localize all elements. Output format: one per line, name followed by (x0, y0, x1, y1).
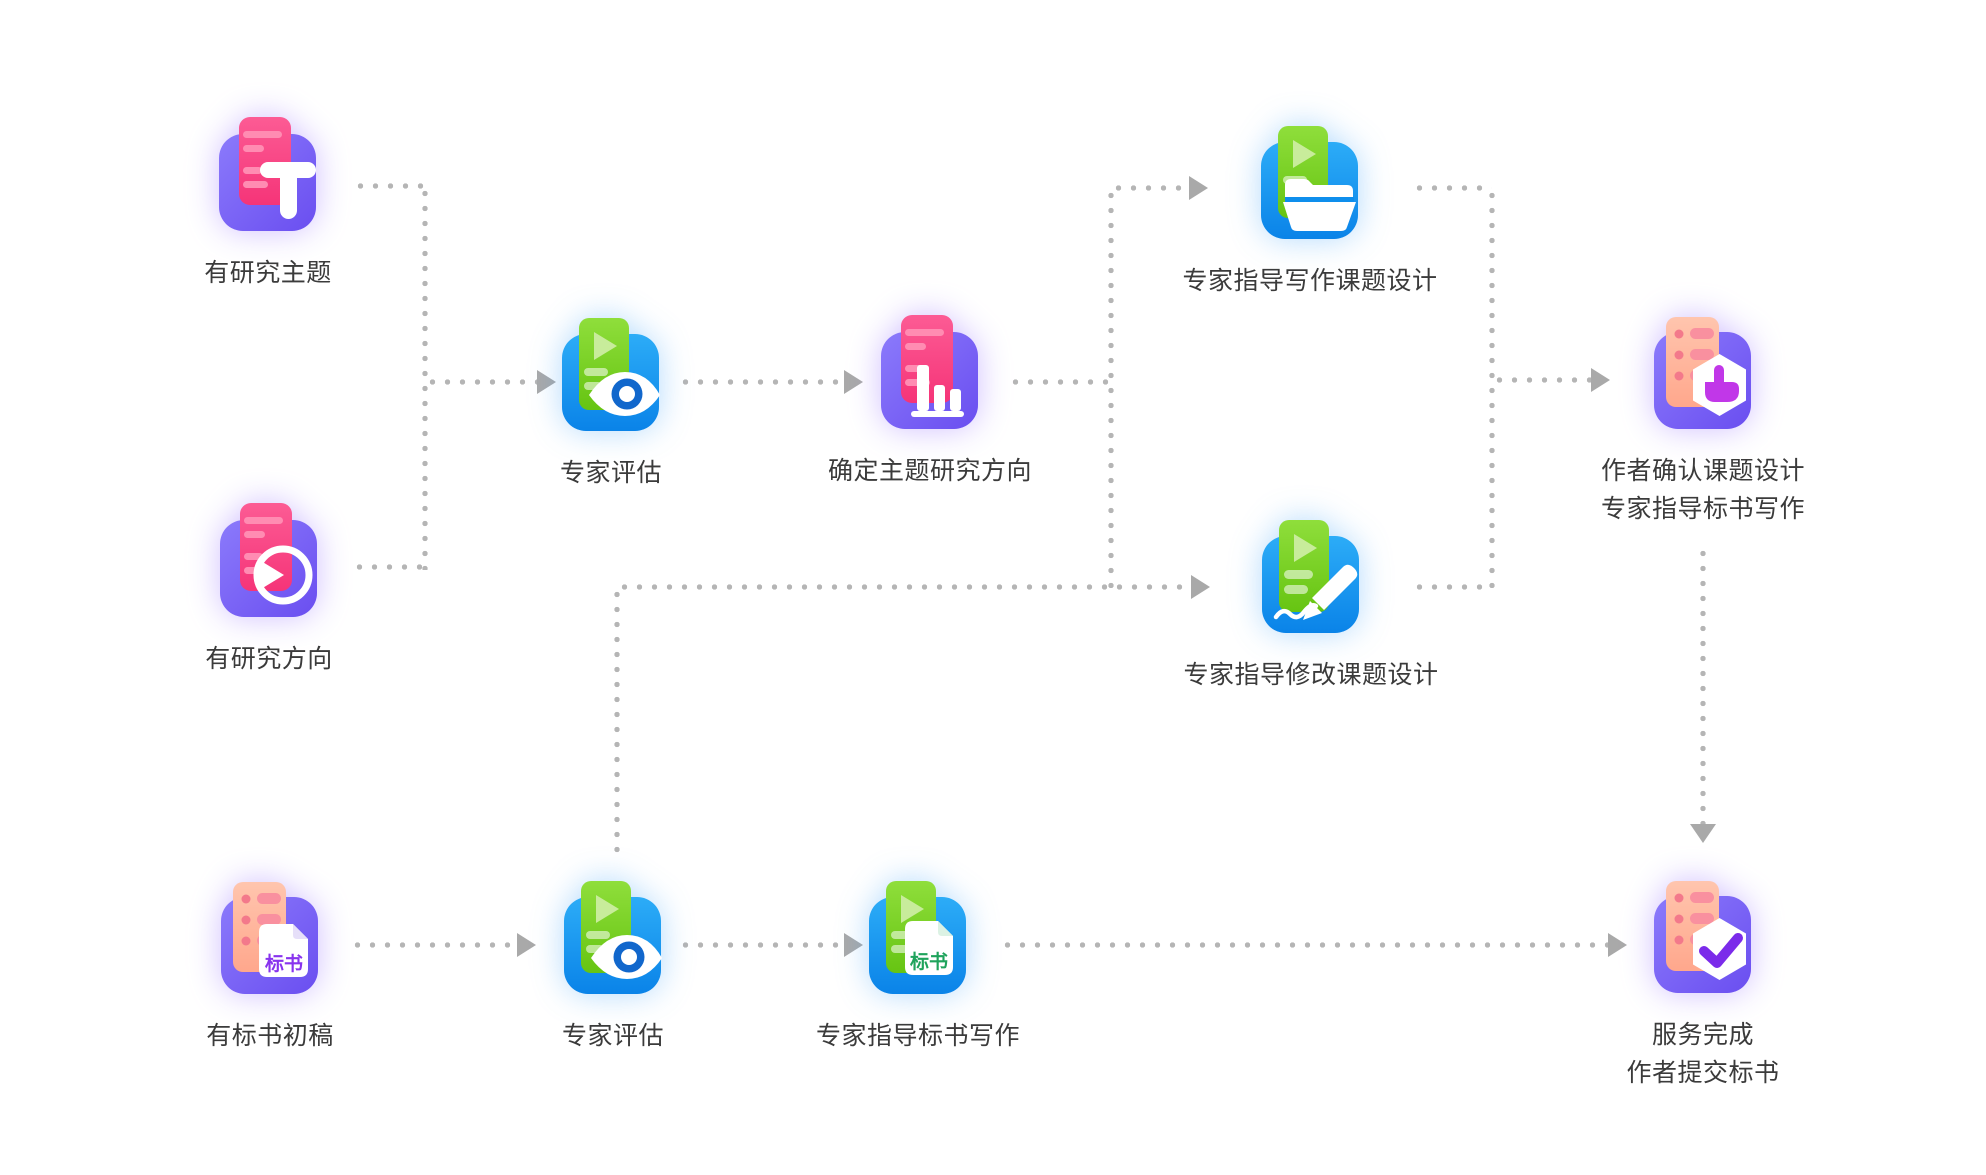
connector-review-to-confirm (678, 379, 844, 385)
node-author-confirm-design: 作者确认课题设计 专家指导标书写作 (1601, 314, 1805, 528)
node-label-line: 有研究主题 (204, 259, 332, 287)
arrowhead-into-service-complete (1608, 933, 1627, 957)
node-service-complete: 服务完成 作者提交标书 (1627, 878, 1779, 1092)
arrowhead-into-expert-review-top (537, 370, 556, 394)
proposal-draft-icon: 标书 (221, 882, 318, 994)
proposal-doc-text: 标书 (265, 953, 303, 975)
node-expert-review-top: 专家评估 (546, 316, 676, 492)
node-label: 专家指导标书写作 (816, 1017, 1020, 1055)
node-confirm-topic-direction: 确定主题研究方向 (828, 314, 1032, 490)
connector-topic-revision-out (1412, 584, 1492, 590)
node-label: 专家评估 (560, 454, 662, 492)
node-label-line: 确定主题研究方向 (828, 457, 1033, 485)
node-label: 专家评估 (562, 1017, 664, 1055)
node-label: 作者确认课题设计 专家指导标书写作 (1601, 452, 1805, 528)
document-topic-icon (219, 117, 316, 231)
connector-into-author-confirm (1492, 377, 1591, 383)
arrowhead-into-confirm (844, 370, 863, 394)
check-checklist-icon (1654, 881, 1751, 993)
node-label: 有研究主题 (204, 254, 332, 292)
node-label-line: 专家评估 (561, 1022, 664, 1050)
proposal-media-icon: 标书 (869, 881, 966, 994)
node-label-line: 服务完成 (1652, 1021, 1755, 1049)
proposal-doc-text: 标书 (910, 951, 948, 973)
node-label-line: 专家评估 (559, 459, 662, 487)
edit-media-icon (1262, 520, 1359, 633)
connector-design-merge-vertical (1489, 188, 1495, 588)
node-has-research-direction: 有研究方向 (204, 502, 334, 678)
connector-topic-design-out (1412, 185, 1492, 191)
review-eye-icon (562, 318, 660, 431)
connector-review-to-proposal-writing (678, 942, 844, 948)
node-label: 服务完成 作者提交标书 (1627, 1016, 1780, 1092)
arrowhead-into-service-complete-down (1690, 824, 1716, 843)
node-label: 有研究方向 (205, 640, 333, 678)
node-label-line: 专家指导写作课题设计 (1182, 267, 1438, 295)
connector-confirm-out (1008, 379, 1112, 385)
connector-direction-out (352, 564, 425, 570)
connector-inputs-merge-vertical (422, 186, 428, 570)
connector-into-expert-review-top (425, 379, 537, 385)
connector-draft-to-review (350, 942, 517, 948)
node-label-line: 作者提交标书 (1626, 1059, 1780, 1087)
node-label: 确定主题研究方向 (828, 452, 1032, 490)
connector-confirm-split-vertical (1108, 188, 1114, 588)
node-label: 有标书初稿 (206, 1017, 334, 1055)
node-expert-guided-topic-revision: 专家指导修改课题设计 (1184, 518, 1438, 694)
folder-media-icon (1261, 126, 1358, 239)
node-expert-guided-topic-design: 专家指导写作课题设计 (1183, 124, 1437, 300)
connector-author-confirm-down (1700, 546, 1706, 824)
node-label: 专家指导修改课题设计 (1184, 656, 1439, 694)
arrowhead-into-author-confirm (1591, 368, 1610, 392)
arrowhead-into-topic-revision (1191, 575, 1210, 599)
node-has-research-topic: 有研究主题 (203, 116, 333, 292)
document-direction-icon (220, 503, 317, 617)
node-label-line: 专家指导标书写作 (816, 1022, 1021, 1050)
node-label-line: 作者确认课题设计 (1601, 457, 1806, 485)
node-label-line: 有研究方向 (205, 645, 333, 673)
node-expert-review-bottom: 专家评估 (548, 879, 678, 1055)
node-has-proposal-draft: 标书 有标书初稿 (205, 879, 335, 1055)
arrowhead-into-expert-review-bottom (517, 933, 536, 957)
node-label-line: 专家指导标书写作 (1601, 495, 1806, 523)
connector-proposal-writing-to-complete (1000, 942, 1608, 948)
node-label: 专家指导写作课题设计 (1183, 262, 1438, 300)
chart-document-icon (881, 315, 978, 429)
connector-into-topic-design (1111, 185, 1189, 191)
review-eye-icon (564, 881, 662, 994)
arrowhead-into-topic-design (1189, 176, 1208, 200)
connector-review-bottom-up-vertical (614, 587, 620, 858)
node-label-line: 专家指导修改课题设计 (1183, 661, 1439, 689)
node-expert-guided-proposal-writing: 标书 专家指导标书写作 (816, 879, 1020, 1055)
connector-topic-out (353, 183, 426, 189)
tap-checklist-icon (1654, 317, 1751, 429)
arrowhead-into-proposal-writing (844, 933, 863, 957)
node-label-line: 有标书初稿 (206, 1022, 334, 1050)
connector-into-topic-revision (617, 584, 1191, 590)
